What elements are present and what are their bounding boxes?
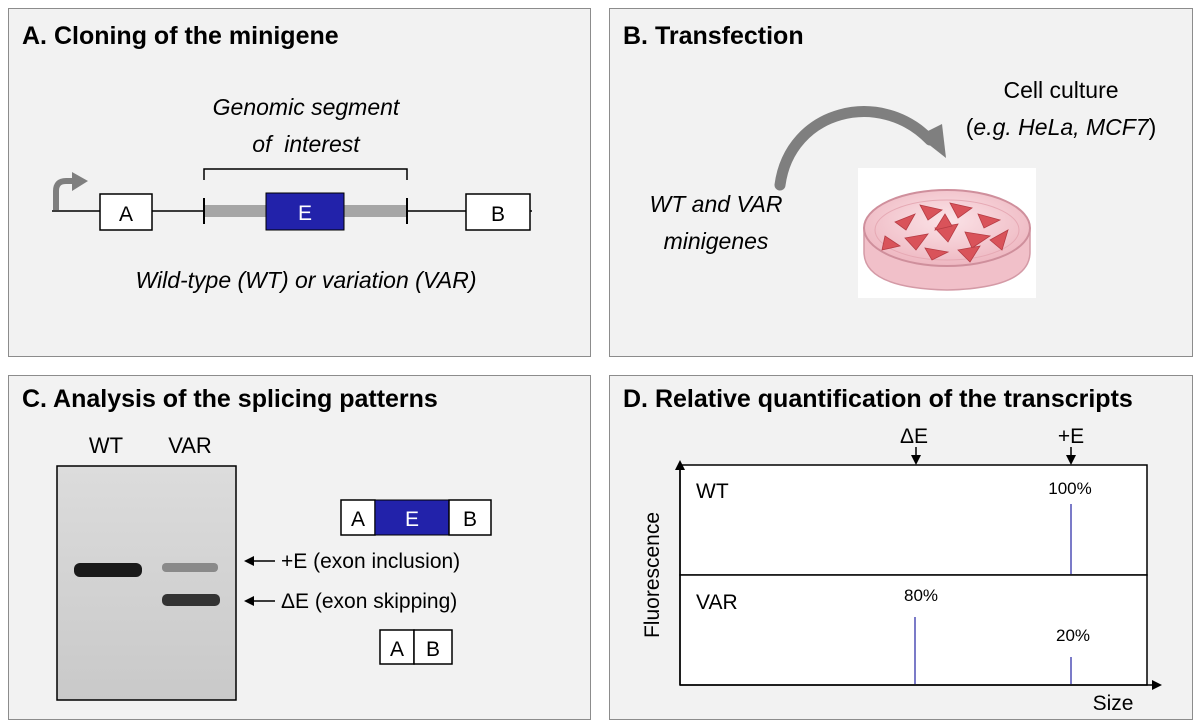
gel-band-var-inclusion	[162, 563, 218, 572]
transfection-scheme: Cell culture (e.g. HeLa, MCF7) WT and VA…	[650, 77, 1156, 298]
segment-bracket	[203, 168, 408, 180]
gel-image	[56, 465, 237, 701]
skip-exon-b	[413, 629, 453, 665]
panel-c-title: C. Analysis of the splicing patterns	[22, 385, 438, 413]
skip-exon-a-label: A	[390, 638, 404, 661]
panel-a-title: A. Cloning of the minigene	[22, 22, 339, 50]
segment-label-line1: Genomic segment	[213, 94, 401, 120]
incl-exon-b-label: B	[463, 508, 477, 531]
exon-b-label: B	[491, 203, 505, 226]
transfer-arrow-icon	[774, 106, 936, 191]
segment-label-line2: of interest	[252, 131, 361, 157]
minigenes-line1: WT and VAR	[650, 191, 783, 217]
minigene-construct: Genomic segment of interest A E B Wild-t…	[52, 94, 532, 293]
row-var-label: VAR	[696, 591, 738, 614]
exon-b-box	[465, 193, 531, 231]
peak-plus-label: +E	[1058, 425, 1084, 448]
panel-cloning	[8, 8, 591, 357]
panel-b-title: B. Transfection	[623, 22, 804, 50]
cell-culture-line2: (e.g. HeLa, MCF7)	[966, 114, 1156, 140]
inclusion-label: +E (exon inclusion)	[281, 550, 460, 573]
var-delta-pct: 80%	[904, 586, 938, 605]
exon-a-label: A	[119, 203, 133, 226]
peak-delta-label: ΔE	[900, 425, 928, 448]
lane-wt-label: WT	[89, 433, 123, 458]
gel-analysis: WT VAR A E B +E (exon inclusion) ΔE (exo…	[56, 433, 492, 701]
x-axis-label: Size	[1093, 692, 1134, 715]
skip-exon-a	[379, 629, 415, 665]
exon-a-box	[99, 193, 153, 231]
incl-exon-b	[448, 499, 492, 536]
y-axis-label: Fluorescence	[641, 512, 664, 638]
wt-trace-box	[679, 464, 1148, 576]
incl-exon-a	[340, 499, 376, 536]
petri-dish-icon	[858, 168, 1036, 298]
incl-exon-e-label: E	[405, 508, 419, 531]
exon-e-box	[265, 192, 345, 231]
minigenes-line2: minigenes	[664, 228, 769, 254]
electropherogram: ΔE +E WT VAR 100% 80% 20% Fluorescence S…	[641, 425, 1162, 715]
panel-d-title: D. Relative quantification of the transc…	[623, 385, 1133, 413]
var-plus-pct: 20%	[1056, 626, 1090, 645]
cell-culture-line1: Cell culture	[1003, 77, 1118, 103]
skip-exon-b-label: B	[426, 638, 440, 661]
incl-exon-a-label: A	[351, 508, 365, 531]
wt-plus-pct: 100%	[1048, 479, 1091, 498]
var-trace-box	[679, 574, 1148, 686]
construct-caption: Wild-type (WT) or variation (VAR)	[135, 267, 476, 293]
promoter-arrow-icon	[53, 178, 76, 210]
exon-e-label: E	[298, 202, 312, 225]
gel-band-wt-inclusion	[74, 563, 142, 577]
gel-band-var-skipping	[162, 594, 220, 606]
row-wt-label: WT	[696, 480, 729, 503]
skipping-label: ΔE (exon skipping)	[281, 590, 457, 613]
lane-var-label: VAR	[168, 433, 212, 458]
